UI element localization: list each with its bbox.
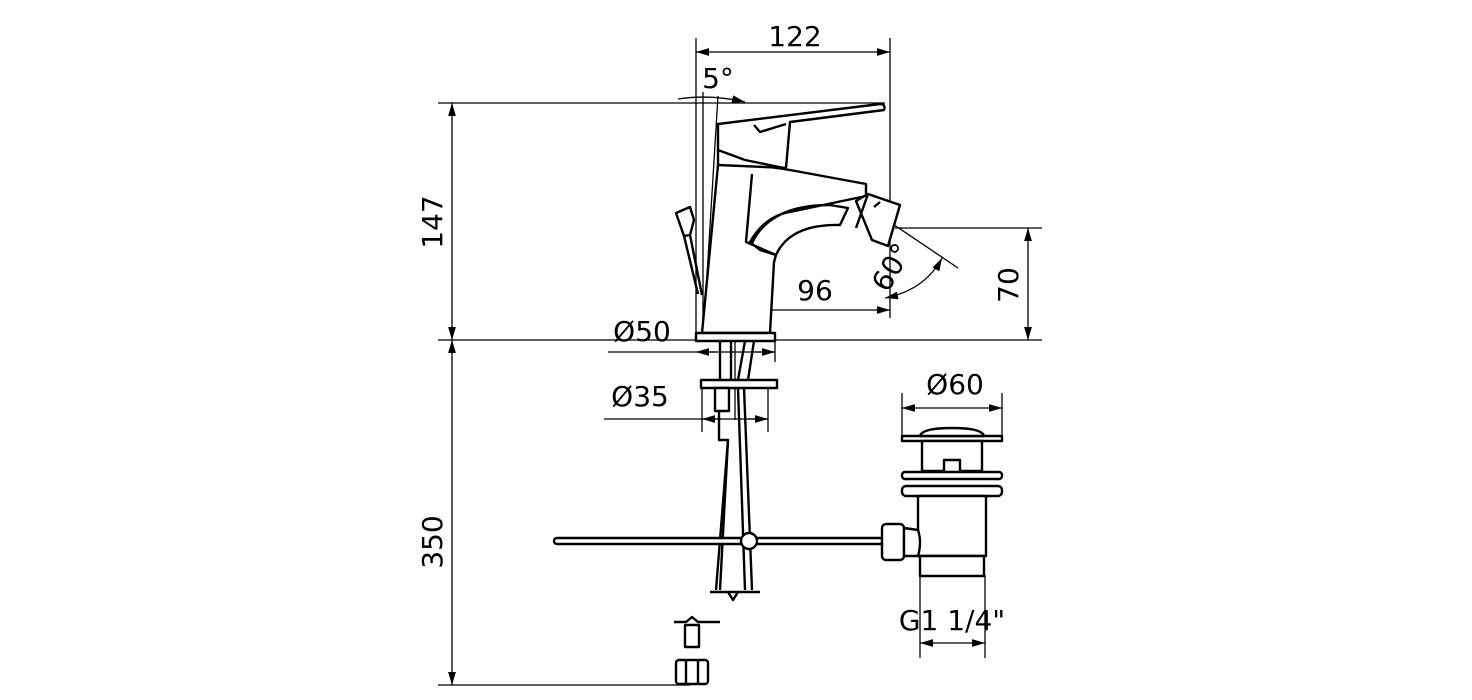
rod-connector xyxy=(739,531,759,551)
dimension-70: 70 xyxy=(895,227,1042,340)
pop-up-drain xyxy=(880,426,1004,578)
dimension-label: 60° xyxy=(865,238,918,297)
faucet-base xyxy=(694,331,777,343)
under-deck-assembly xyxy=(552,340,886,686)
dimension-label: 70 xyxy=(992,267,1025,303)
pop-up-rod xyxy=(552,536,886,546)
dimension-label: 96 xyxy=(797,274,833,307)
dimension-diameter-60: Ø60 xyxy=(901,368,1003,440)
dimension-label: 350 xyxy=(416,515,449,568)
spray-head xyxy=(854,192,902,248)
dimension-350: 350 xyxy=(416,340,690,686)
dimension-label: 122 xyxy=(768,20,821,53)
pop-up-knob xyxy=(674,205,696,238)
faucet-body xyxy=(674,102,902,343)
dimension-label: Ø35 xyxy=(611,380,669,413)
hose-fitting xyxy=(683,623,701,649)
dimension-label: 5° xyxy=(702,62,734,95)
dimension-drain-thread: G1 1/4" xyxy=(899,575,1005,658)
dimension-label: G1 1/4" xyxy=(899,604,1005,637)
dimension-diameter-50: Ø50 xyxy=(608,315,776,362)
dimension-label: 147 xyxy=(416,195,449,248)
dimension-label: Ø60 xyxy=(926,368,984,401)
hose-nut xyxy=(674,658,710,686)
dimension-147: 147 xyxy=(416,102,885,340)
dimension-label: Ø50 xyxy=(613,315,671,348)
dimension-diameter-35: Ø35 xyxy=(604,380,769,432)
dimension-122: 122 xyxy=(695,20,891,340)
